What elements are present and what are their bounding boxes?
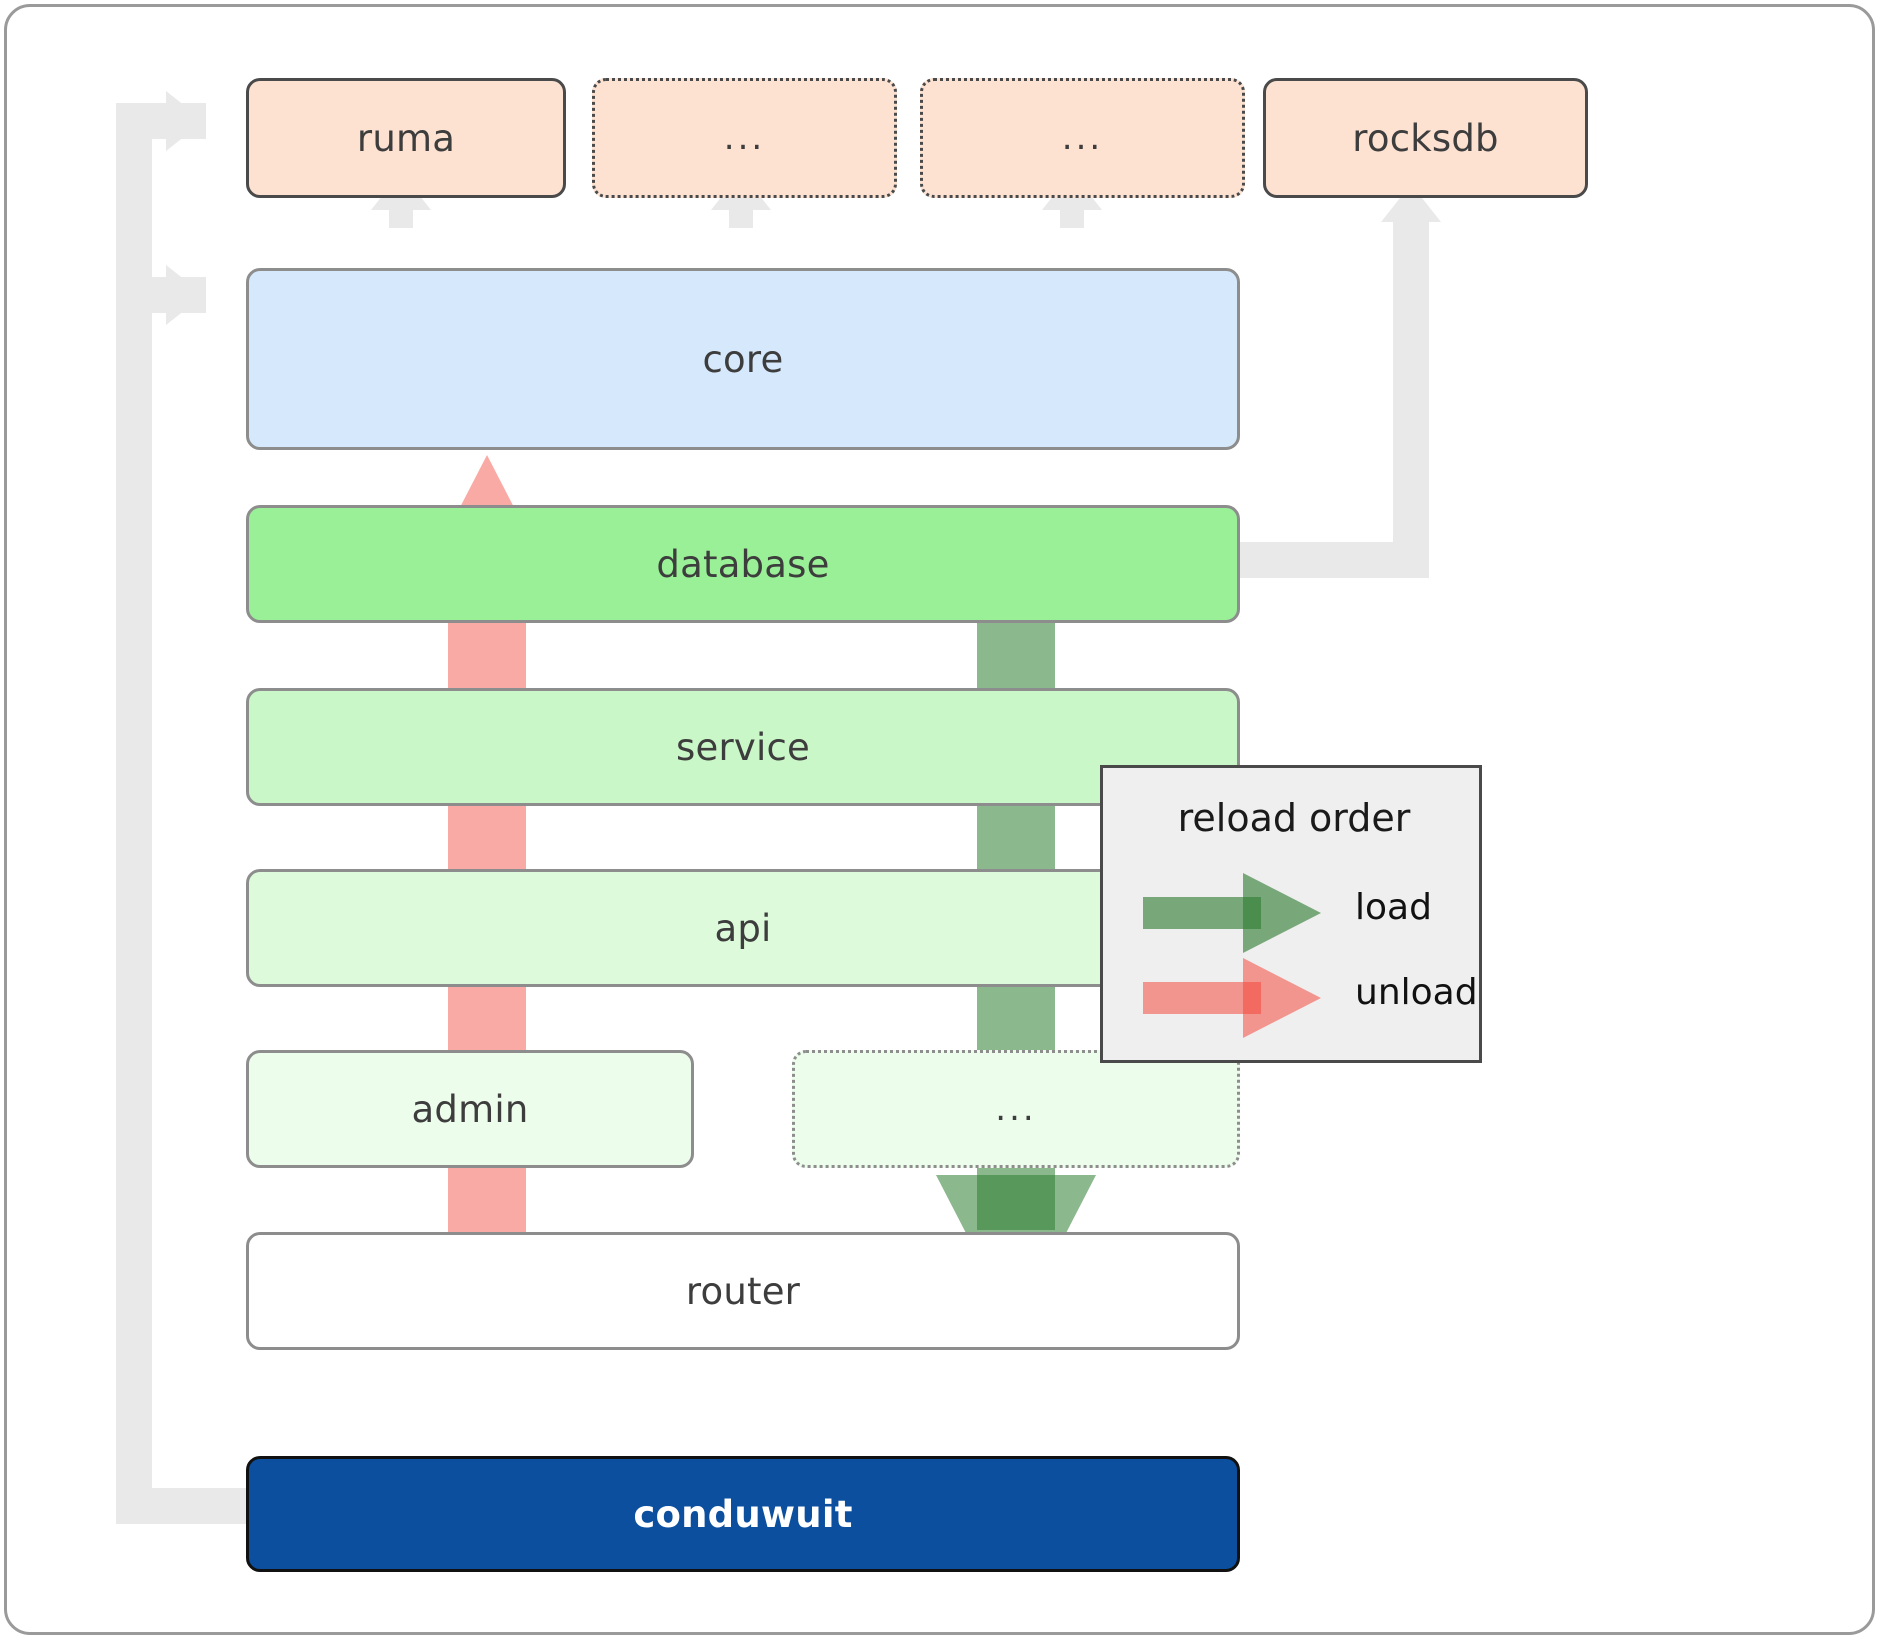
legend-entry-label: load xyxy=(1355,887,1432,928)
legend-load-arrow-shaft xyxy=(1143,897,1261,929)
legend-entry-unload: unload xyxy=(1143,958,1478,1038)
connector-left-trunk xyxy=(116,132,152,1524)
layer-label: router xyxy=(685,1269,801,1313)
legend-entry-load: load xyxy=(1143,873,1473,953)
layer-box-router[interactable]: router xyxy=(246,1232,1240,1350)
binary-label: conduwuit xyxy=(633,1492,853,1536)
layer-label: core xyxy=(702,337,784,381)
layer-label: admin xyxy=(411,1087,529,1131)
dependency-box-2[interactable]: ... xyxy=(592,78,897,198)
layer-box-core[interactable]: core xyxy=(246,268,1240,450)
layer-label: api xyxy=(714,906,772,950)
layer-box-database[interactable]: database xyxy=(246,505,1240,623)
layer-label: database xyxy=(656,542,830,586)
layer-label: service xyxy=(676,725,810,769)
legend-load-arrow-head-icon xyxy=(1243,873,1321,953)
legend-entry-label: unload xyxy=(1355,972,1478,1013)
legend-title: reload order xyxy=(1177,796,1411,840)
layer-box-service[interactable]: service xyxy=(246,688,1240,806)
layer-box-admin[interactable]: admin xyxy=(246,1050,694,1168)
dependency-label: rocksdb xyxy=(1352,116,1499,160)
layer-label: ... xyxy=(995,1089,1037,1129)
connector-arrow-core-icon xyxy=(166,265,204,325)
diagram-frame xyxy=(4,4,1875,1635)
dependency-box-ruma[interactable]: ruma xyxy=(246,78,566,198)
layer-box-api[interactable]: api xyxy=(246,869,1240,987)
layer-box-extra[interactable]: ... xyxy=(792,1050,1240,1168)
dependency-label: ruma xyxy=(356,116,456,160)
dependency-box-3[interactable]: ... xyxy=(920,78,1245,198)
legend-panel: reload order load unload xyxy=(1100,765,1482,1063)
connector-database-to-rocksdb-h xyxy=(1228,542,1413,578)
connector-database-to-rocksdb-v xyxy=(1393,222,1429,578)
dependency-label: ... xyxy=(1061,118,1104,158)
legend-unload-arrow-shaft xyxy=(1143,982,1261,1014)
dependency-label: ... xyxy=(723,118,766,158)
connector-left-bottom-stub xyxy=(116,1488,246,1524)
dependency-box-rocksdb[interactable]: rocksdb xyxy=(1263,78,1588,198)
binary-box-conduwuit[interactable]: conduwuit xyxy=(246,1456,1240,1572)
connector-arrow-ruma-icon xyxy=(166,91,204,151)
legend-unload-arrow-head-icon xyxy=(1243,958,1321,1038)
